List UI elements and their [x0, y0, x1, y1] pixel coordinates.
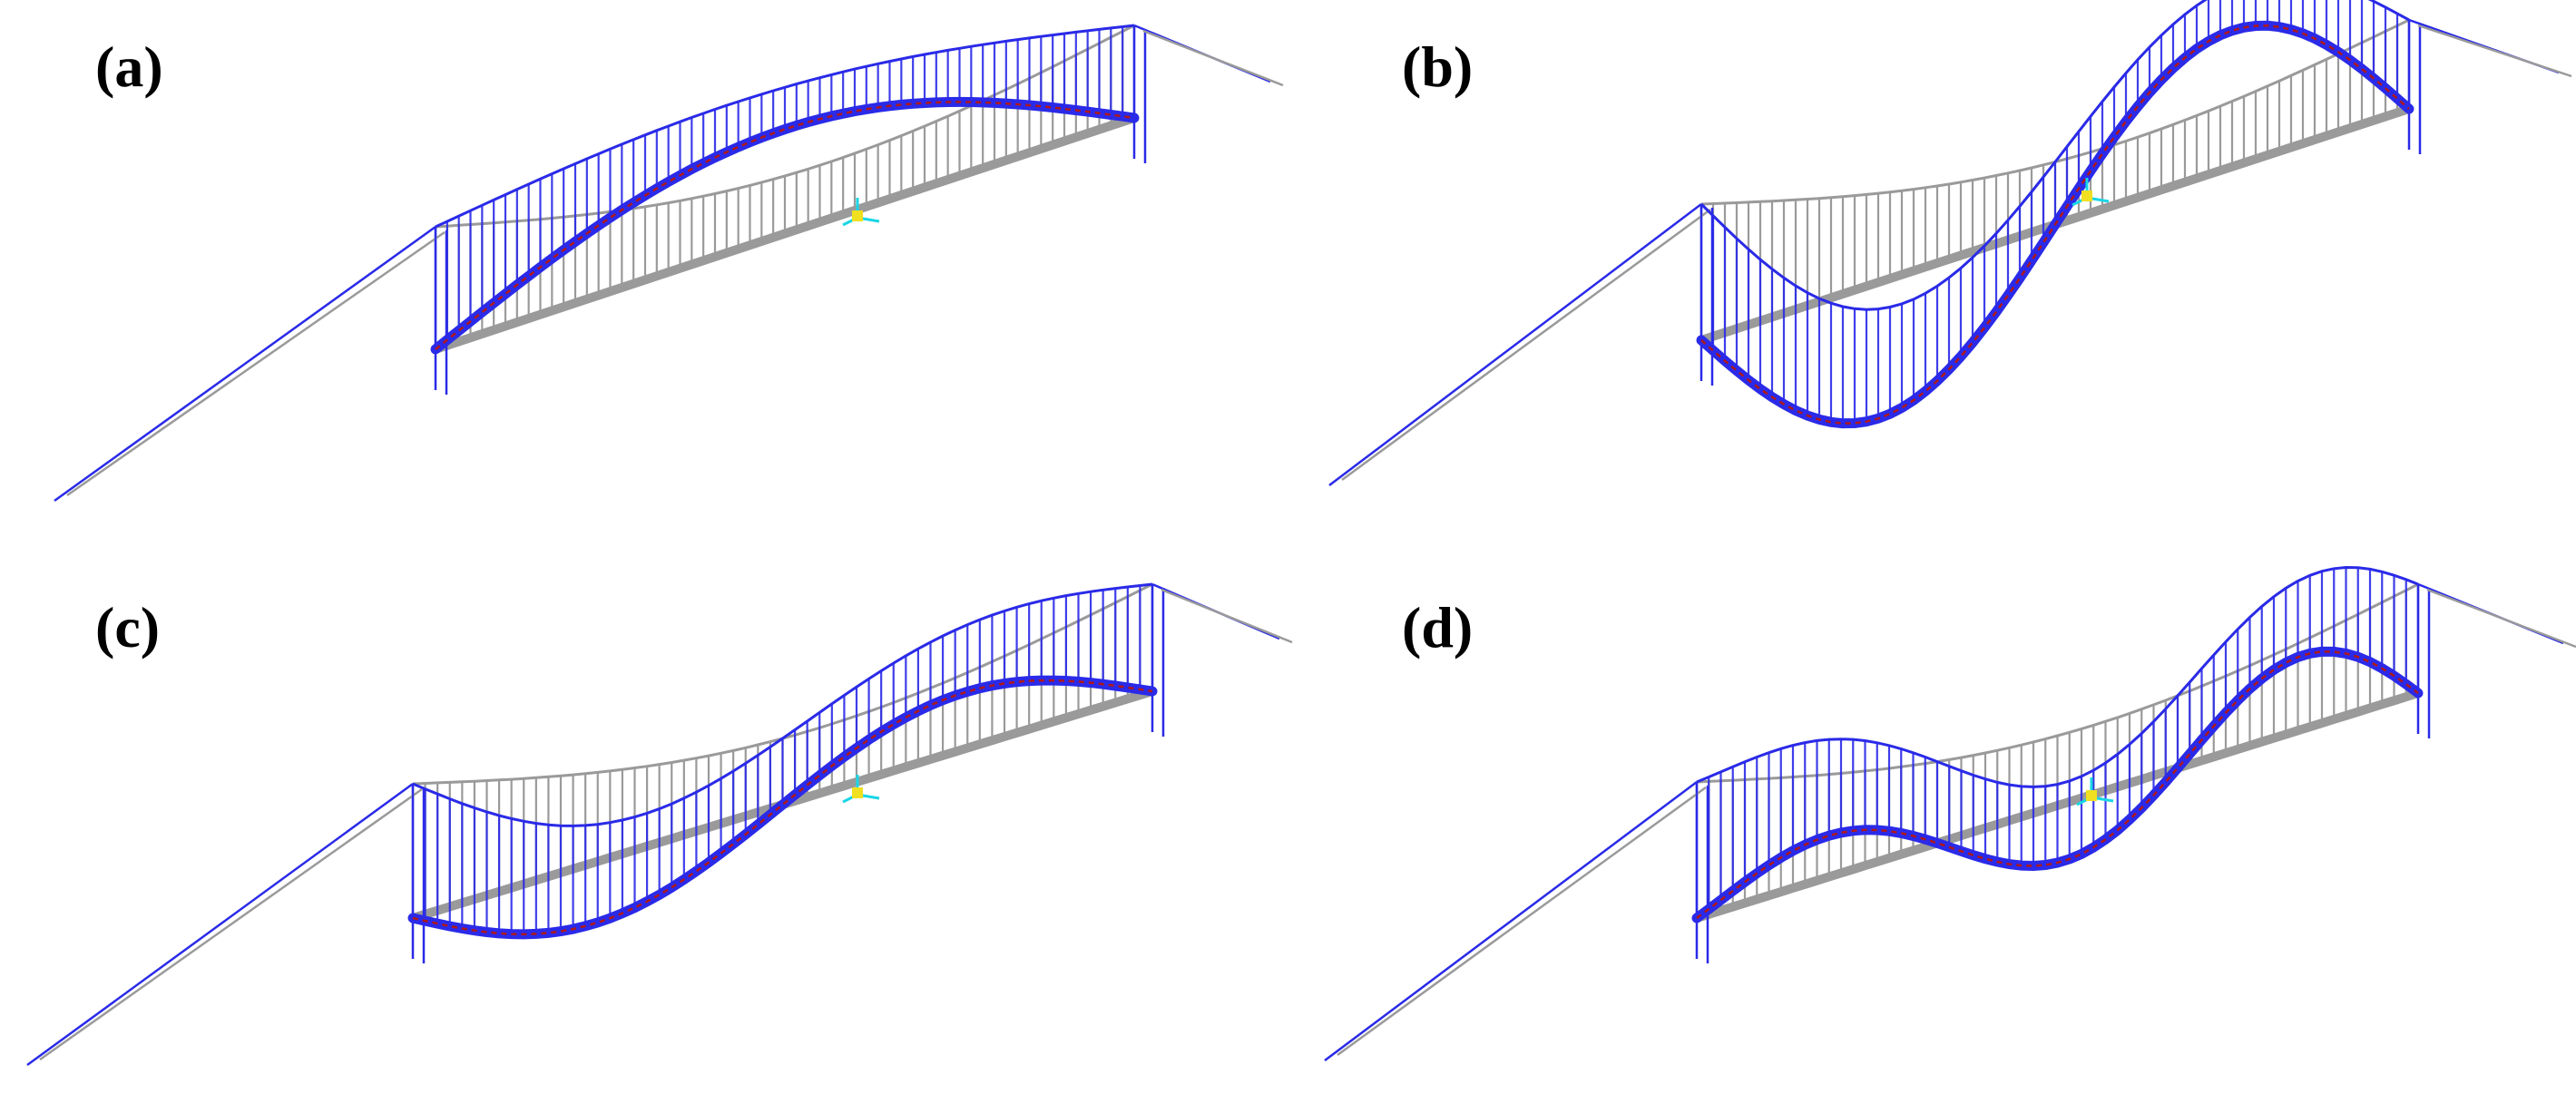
deformed-deck-detail [435, 101, 1135, 350]
undeformed-deck [431, 113, 1139, 354]
panel-label: (b) [1402, 34, 1474, 99]
panel-label: (d) [1402, 595, 1474, 660]
side-span-cables [1324, 582, 2576, 1062]
deformed-structure [407, 582, 1158, 940]
coordinate-triad-icon [842, 198, 880, 227]
backstay-cable-undeformed [1161, 588, 1293, 644]
backstay-cable-undeformed [1337, 786, 1707, 1057]
panel-c: (c) [0, 557, 1293, 1114]
backstay-cable-undeformed [39, 787, 423, 1061]
bridge-mode-shape-a [54, 24, 1284, 503]
panel-d: (d) [1288, 557, 2576, 1114]
towers [1695, 584, 2431, 963]
deformed-main-cable [435, 24, 1135, 229]
towers [434, 25, 1147, 395]
coordinate-triad-icon [842, 775, 880, 804]
panel-b: (b) [1288, 0, 2576, 557]
side-span-cables [26, 582, 1293, 1067]
backstay-cable-undeformed [2417, 24, 2572, 78]
towers [1699, 20, 2422, 386]
backstay-cable [1324, 780, 1698, 1062]
deformed-structure [430, 24, 1140, 355]
bridge-mode-shape-b [1328, 0, 2572, 486]
deformed-deck-detail [1696, 650, 2419, 920]
backstay-cable-undeformed [2426, 588, 2576, 649]
deformed-structure [1696, 0, 2414, 429]
bridge-mode-shape-d [1324, 565, 2576, 1062]
triad-origin [852, 787, 863, 798]
towers [411, 584, 1165, 963]
coordinate-triad-icon [2076, 777, 2114, 806]
backstay-cable-undeformed [66, 230, 446, 497]
panel-a: (a) [0, 0, 1288, 557]
deformed-structure [1691, 565, 2424, 923]
backstay-cable-undeformed [1142, 29, 1284, 87]
panel-label: (c) [95, 595, 161, 660]
backstay-cable-undeformed [1341, 208, 1711, 482]
side-span-cables [54, 24, 1284, 503]
triad-origin [2081, 191, 2092, 201]
side-span-cables [1328, 18, 2572, 486]
coordinate-triad-icon [2072, 178, 2110, 207]
triad-origin [2086, 790, 2097, 801]
deformed-main-cable [412, 582, 1153, 827]
deformed-deck-detail [1700, 24, 2410, 425]
bridge-mode-shape-c [26, 582, 1293, 1067]
deformed-main-cable [1699, 0, 2410, 311]
backstay-cable [26, 782, 414, 1067]
deformed-deck-detail [412, 679, 1153, 936]
backstay-cable [1328, 203, 1702, 486]
triad-origin [852, 210, 863, 221]
panel-label: (a) [95, 34, 163, 99]
deformed-main-cable [1696, 565, 2419, 788]
backstay-cable [54, 225, 436, 503]
